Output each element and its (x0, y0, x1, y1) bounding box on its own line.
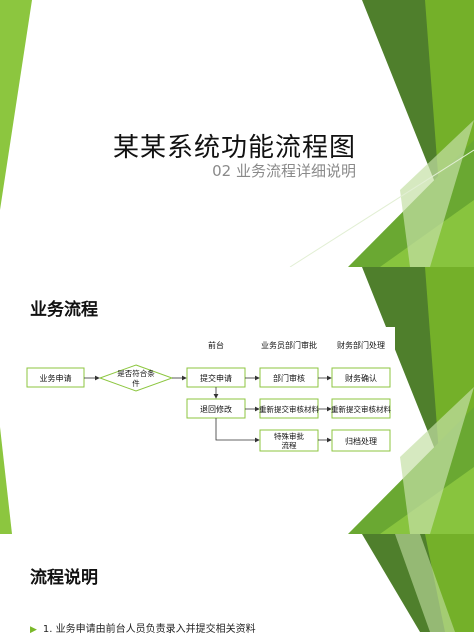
slide-title-text: 某某系统功能流程图 (112, 133, 356, 163)
slide-decoration (362, 534, 474, 632)
description-heading: 流程说明 (30, 568, 98, 588)
col-header-2: 业务员部门审批 (261, 340, 317, 350)
flow-node-b3-label: 重新提交审核材料 (331, 404, 391, 414)
flow-node-b1-label: 退回修改 (200, 404, 232, 414)
flow-node-b3 (331, 398, 391, 419)
col-header-3: 财务部门处理 (337, 340, 385, 350)
col-header-1: 前台 (208, 340, 224, 350)
slide-decoration (0, 267, 474, 534)
flow-node-b2 (259, 398, 319, 419)
bullet-item: ▶ 1. 业务申请由前台人员负责录入并提交相关资料 (30, 620, 256, 635)
flow-node-c3-label: 归档处理 (345, 436, 377, 446)
flow-node-a3-label: 财务确认 (345, 373, 377, 383)
bullet-triangle-icon: ▶ (30, 625, 37, 635)
flow-node-decision-label-1: 是否符合条 (117, 368, 155, 378)
flow-node-c3 (331, 429, 391, 452)
flow-node-c2 (259, 429, 319, 452)
flow-node-start-label: 业务申请 (40, 373, 72, 383)
flow-node-c2-label-2: 流程 (282, 440, 297, 450)
slide-flowchart: 业务流程 前台 业务员部门审批 财务部门处理 业务申请 是否符合条 件 提交申请… (0, 267, 474, 534)
slide-subtitle: 02 业务流程详细说明 (212, 162, 356, 180)
flowchart: 前台 业务员部门审批 财务部门处理 业务申请 是否符合条 件 提交申请 部门审核… (26, 340, 391, 452)
flowchart-heading: 业务流程 (30, 300, 98, 320)
slide-title: 某某系统功能流程图 02 业务流程详细说明 (0, 0, 474, 267)
flow-node-decision-label-2: 件 (132, 378, 140, 388)
flow-node-a3 (331, 367, 391, 388)
slide-description: 流程说明 (0, 534, 474, 632)
flow-arrow (215, 418, 260, 443)
flow-node-b2-label: 重新提交审核材料 (259, 404, 319, 414)
slide-decoration (0, 0, 474, 267)
bullet-text: 1. 业务申请由前台人员负责录入并提交相关资料 (42, 624, 256, 635)
flow-node-decision (98, 364, 174, 392)
flow-node-start (26, 367, 85, 388)
flow-node-a1-label: 提交申请 (200, 373, 232, 383)
flow-node-a2 (259, 367, 319, 388)
flow-node-a2-label: 部门审核 (273, 373, 305, 383)
flow-node-c2-label-1: 特殊审批 (274, 431, 304, 441)
